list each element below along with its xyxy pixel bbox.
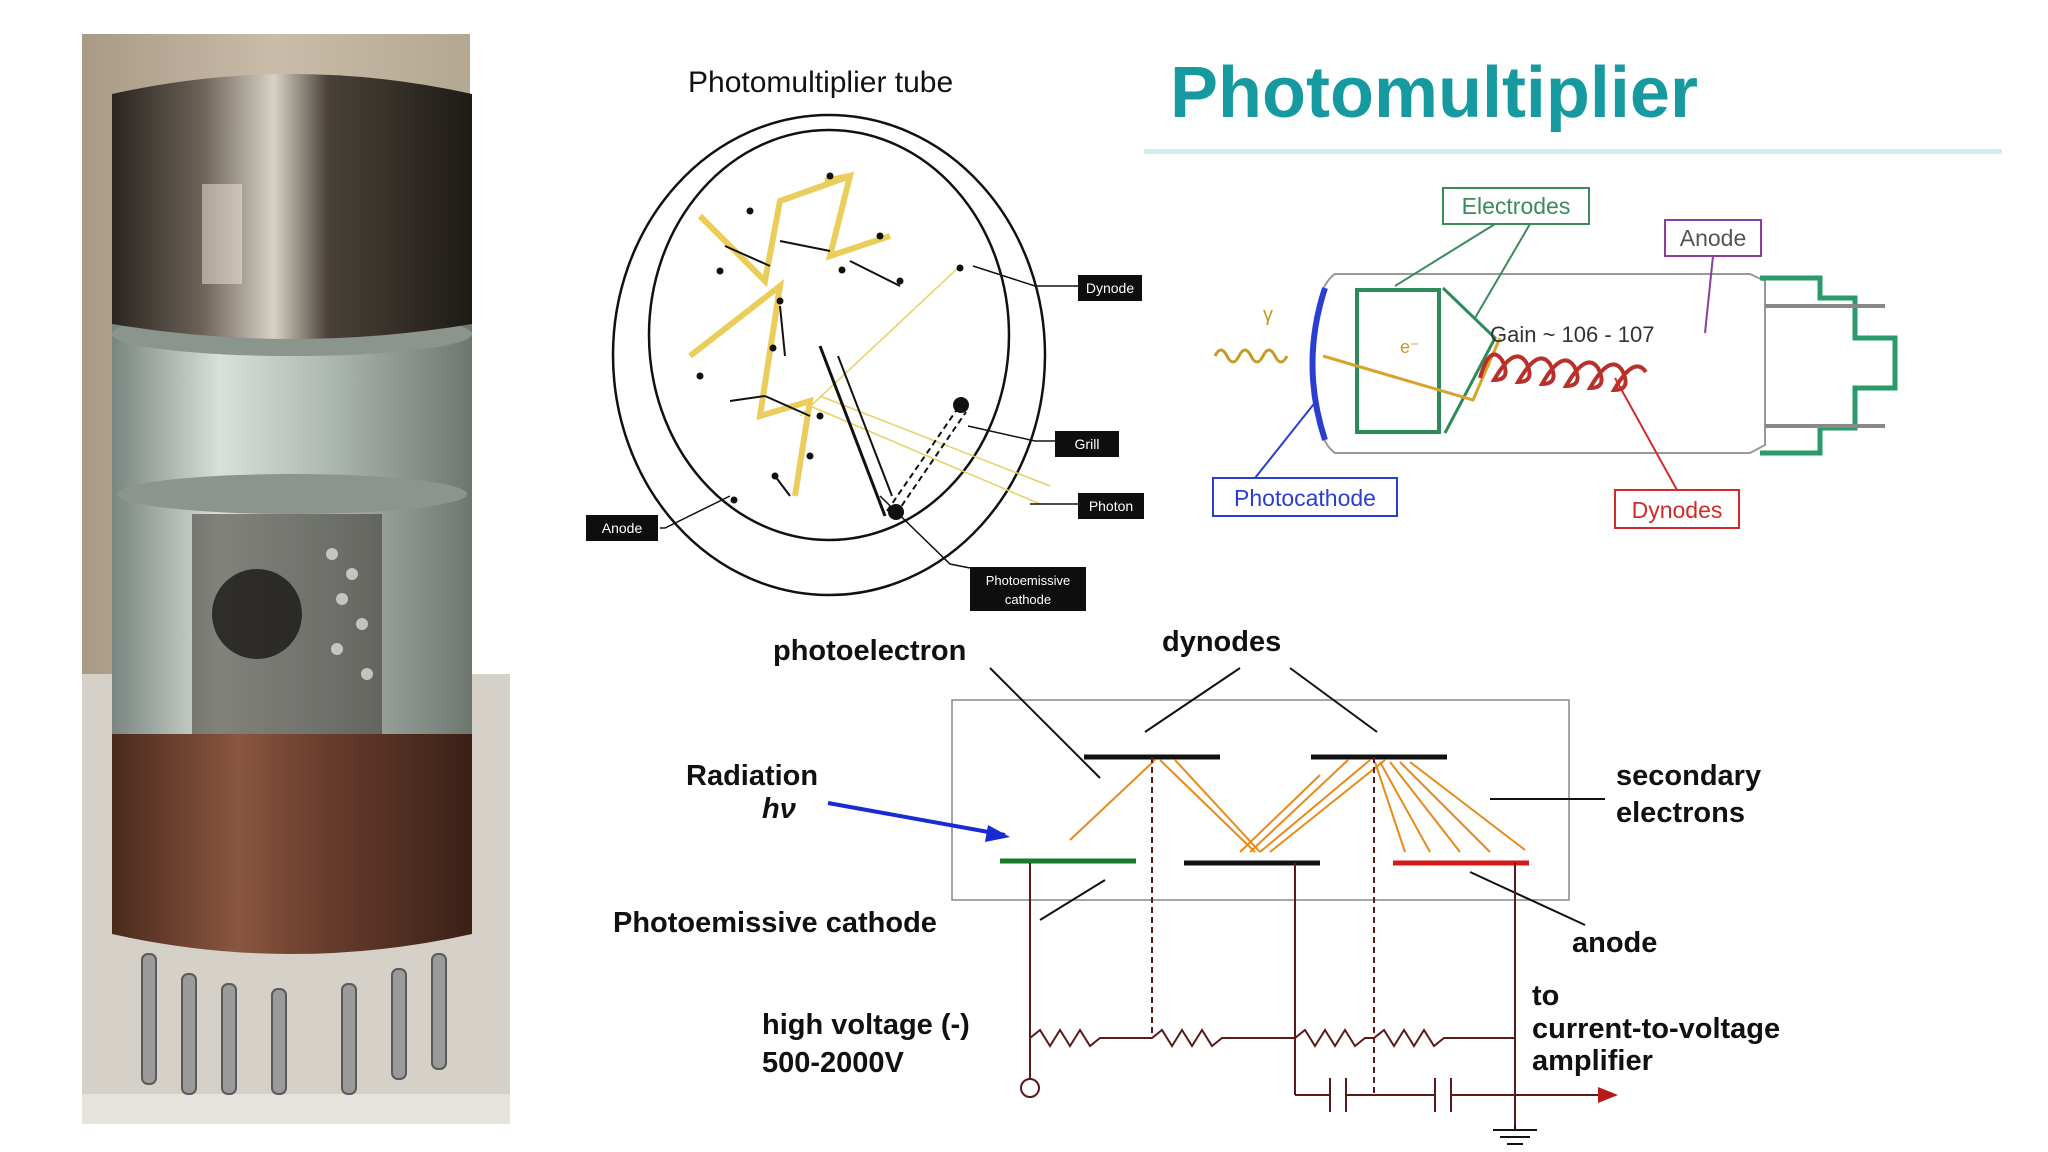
dynode-pins bbox=[696, 172, 964, 504]
high-voltage-label: high voltage (-) bbox=[762, 1009, 970, 1041]
radiation-arrow bbox=[827, 801, 1006, 837]
title-underline bbox=[1144, 149, 2002, 154]
dynodes-label: Dynodes bbox=[1632, 497, 1723, 523]
photocathode-box bbox=[1212, 477, 1398, 517]
electron-paths bbox=[688, 171, 891, 497]
cathode-label-line2: cathode bbox=[1005, 592, 1051, 607]
grill-node bbox=[953, 397, 969, 413]
dynode-chain bbox=[1478, 352, 1648, 393]
electrodes-label: Electrodes bbox=[1462, 193, 1571, 219]
gamma-symbol: γ bbox=[1263, 304, 1273, 326]
tube-cross-section-diagram: Photomultiplier tube Dynod bbox=[586, 66, 1144, 611]
photocathode-surface bbox=[1309, 287, 1328, 441]
cathode-label-line1: Photoemissive bbox=[986, 573, 1071, 588]
dynode-callout bbox=[1078, 275, 1142, 301]
photoemissive-cathode-label: Photoemissive cathode bbox=[613, 907, 937, 939]
circuit-wiring bbox=[1029, 757, 1605, 1125]
gain-label: Gain ~ 106 - 107 bbox=[1490, 322, 1655, 347]
slide-title: Photomultiplier bbox=[1170, 53, 1698, 133]
high-voltage-terminal bbox=[1020, 1078, 1040, 1098]
dynode-label: Dynode bbox=[1086, 280, 1134, 296]
current-to-voltage-label: current-to-voltage bbox=[1532, 1013, 1780, 1045]
amplifier-label: amplifier bbox=[1532, 1045, 1653, 1077]
inner-envelope bbox=[647, 128, 1011, 542]
electron-symbol: e⁻ bbox=[1400, 337, 1420, 357]
photoemissive-cathode-callout bbox=[970, 567, 1086, 611]
to-label: to bbox=[1532, 980, 1559, 1012]
tube-envelope-box bbox=[951, 699, 1570, 901]
electrodes-box bbox=[1442, 187, 1590, 225]
photon-rays bbox=[799, 265, 1051, 505]
grill-wire bbox=[837, 355, 893, 497]
secondary-label-line2: electrons bbox=[1616, 797, 1745, 829]
tube-diagram-title: Photomultiplier tube bbox=[688, 66, 953, 99]
focusing-electrode bbox=[1355, 288, 1441, 434]
outer-envelope bbox=[611, 113, 1047, 597]
grill-callout bbox=[1055, 431, 1119, 457]
gain-schematic: γ e⁻ Gain ~ 106 - 107 Electrodes Anode P… bbox=[1212, 187, 1898, 529]
incoming-photon-wave bbox=[1213, 348, 1289, 364]
electron-trajectory bbox=[1322, 337, 1502, 402]
radiation-label: Radiation bbox=[686, 760, 818, 792]
photomultiplier-tube-photo bbox=[82, 34, 510, 1124]
anode-label: Anode bbox=[1680, 225, 1747, 251]
dynodes-label: dynodes bbox=[1162, 626, 1281, 658]
photoemissive-cathode-plate bbox=[818, 345, 887, 517]
grill-dashed-link bbox=[886, 407, 959, 512]
photon-callout bbox=[1078, 493, 1144, 519]
anode-callout bbox=[586, 515, 658, 541]
electron-rays bbox=[1069, 759, 1526, 853]
ground-symbol bbox=[1493, 1125, 1537, 1145]
hv-symbol: hν bbox=[762, 793, 796, 825]
photocathode-label: Photocathode bbox=[1234, 485, 1376, 511]
socket-base bbox=[1760, 275, 1898, 456]
voltage-range-label: 500-2000V bbox=[762, 1047, 905, 1079]
output-arrow bbox=[1598, 1087, 1618, 1103]
anode-label: anode bbox=[1572, 927, 1657, 959]
photoelectron-label: photoelectron bbox=[773, 635, 966, 667]
secondary-label-line1: secondary bbox=[1616, 760, 1761, 792]
dynode-plates bbox=[724, 240, 901, 497]
anode-label: Anode bbox=[602, 520, 643, 536]
grill-label: Grill bbox=[1075, 436, 1100, 452]
anode-box bbox=[1664, 219, 1762, 257]
dynode-circuit-diagram: photoelectron dynodes Radiation hν secon… bbox=[613, 626, 1780, 1145]
photon-label: Photon bbox=[1089, 498, 1133, 514]
tube-outline bbox=[1311, 273, 1766, 454]
